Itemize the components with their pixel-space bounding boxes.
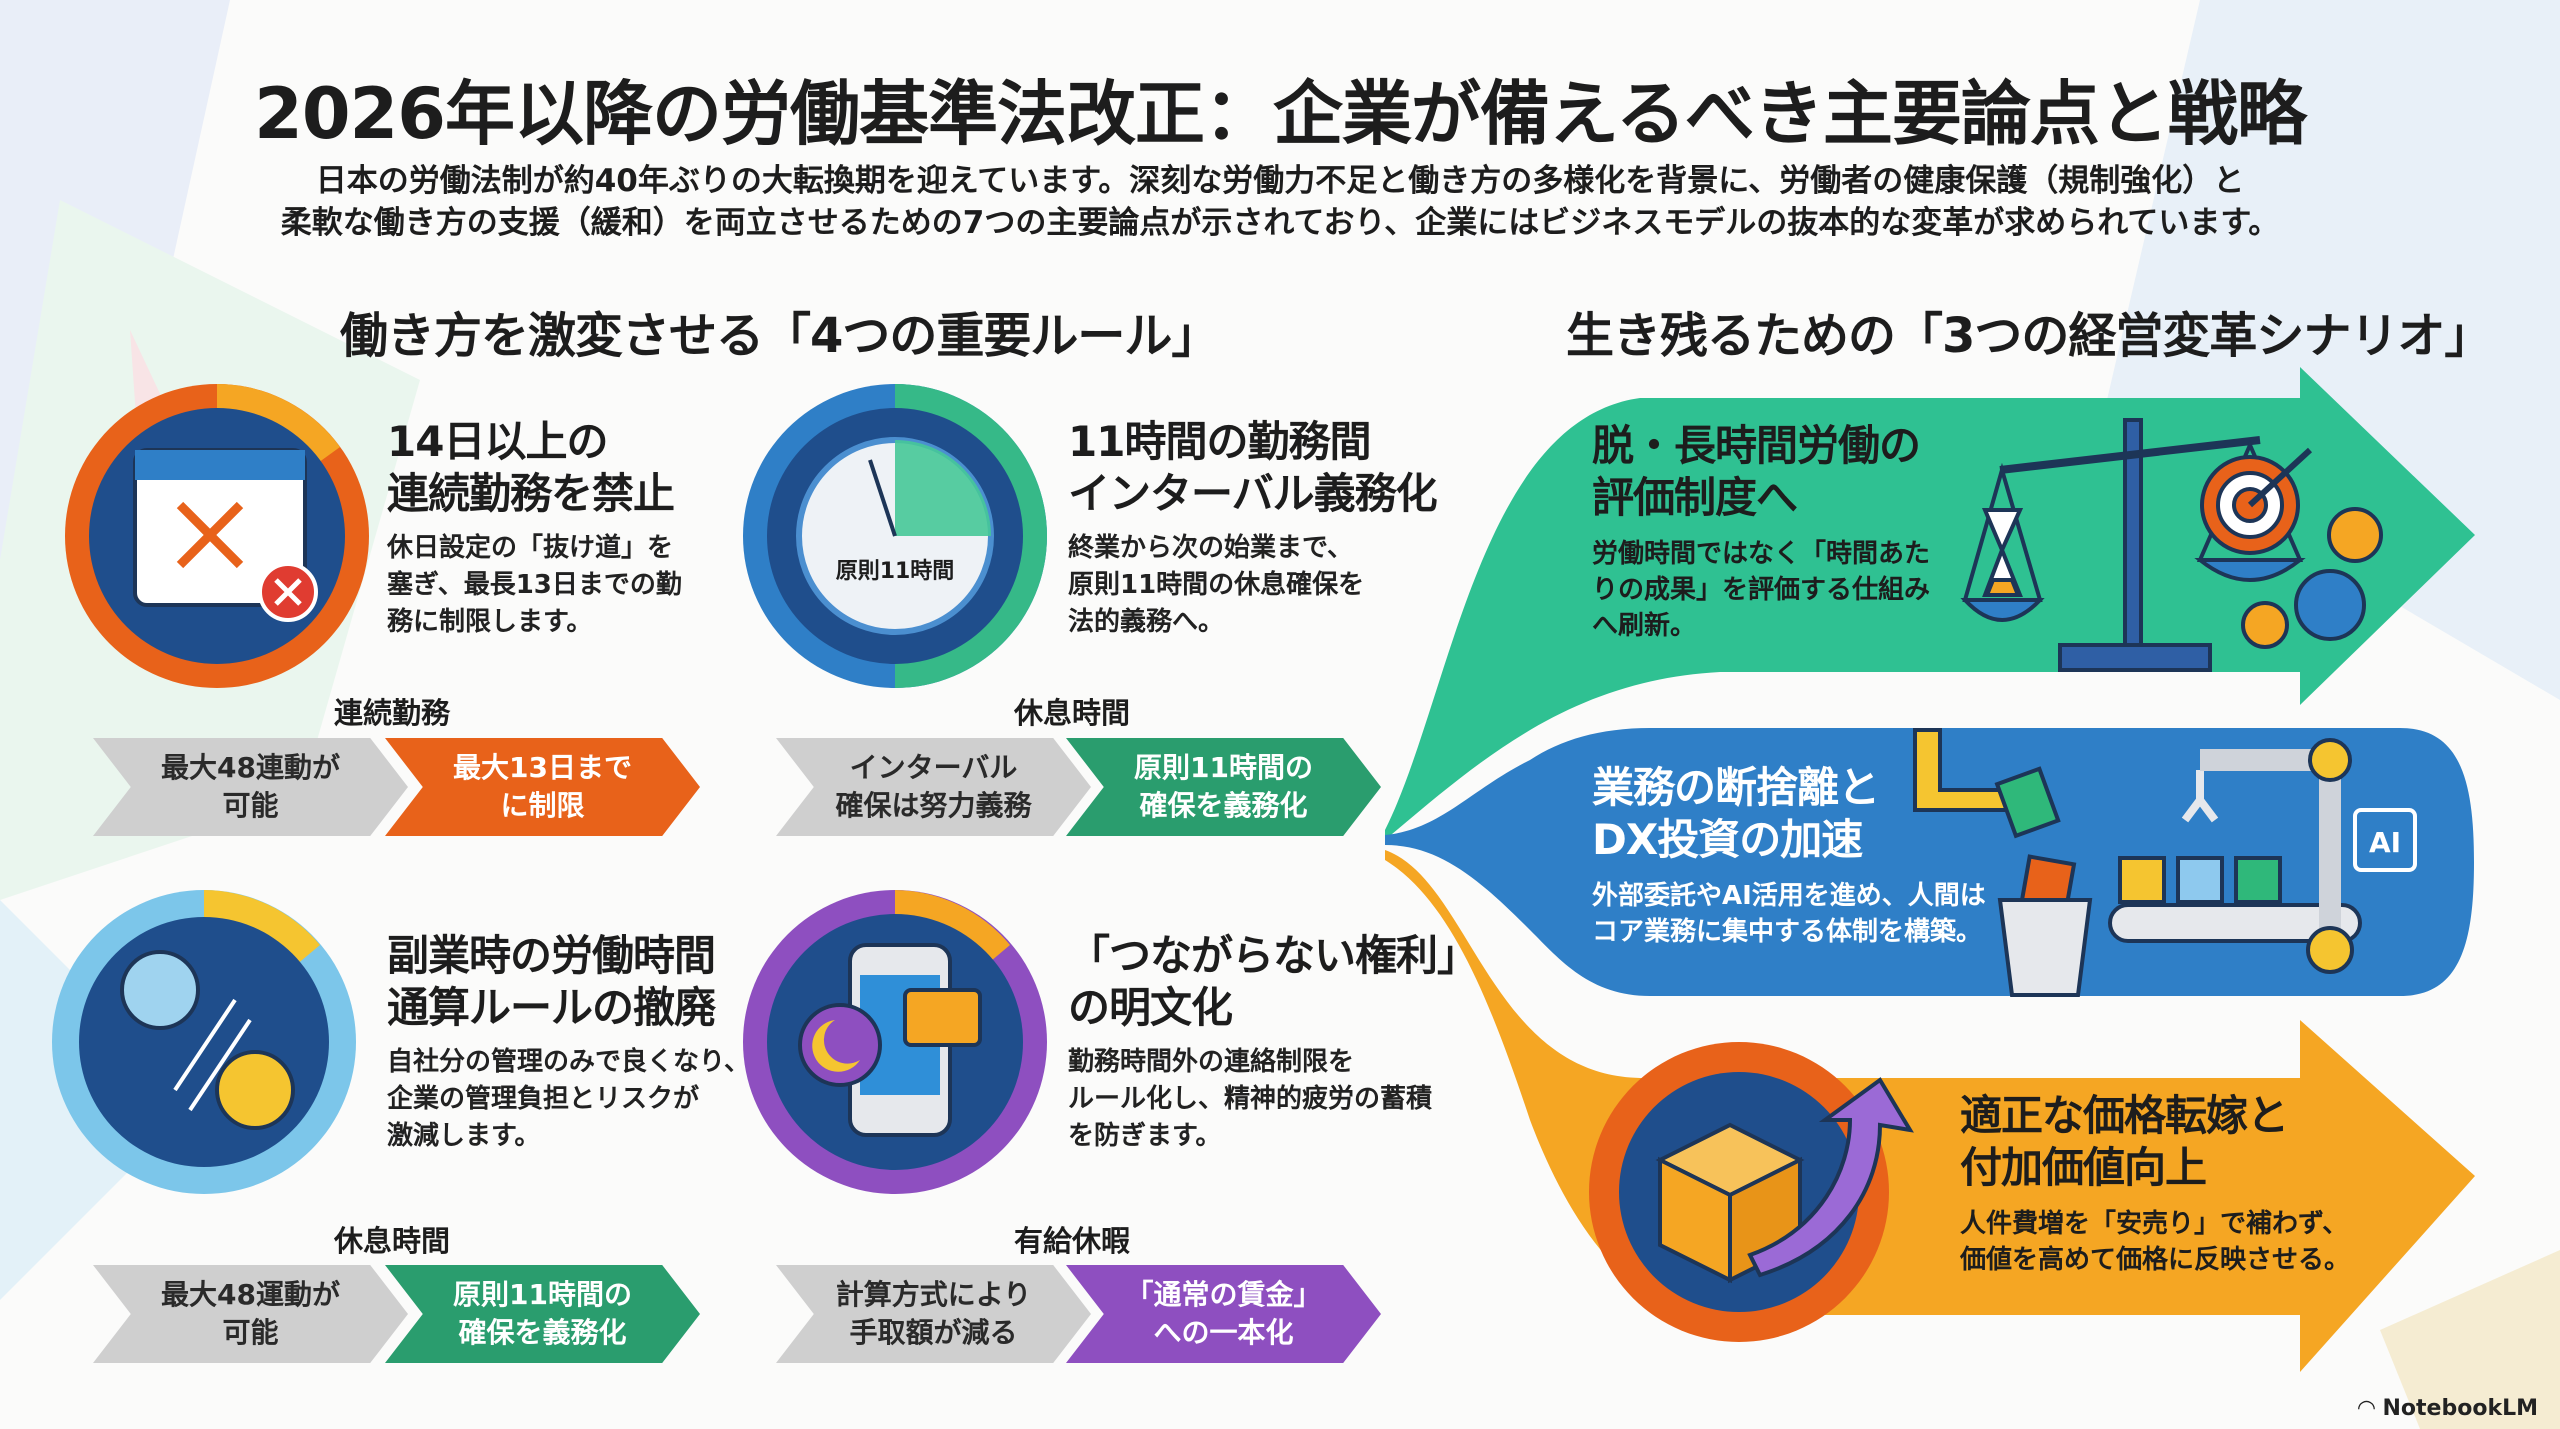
- compare-label: 休息時間: [1013, 696, 1130, 730]
- after-chevron: 原則11時間の確保を義務化: [385, 1265, 700, 1363]
- rule-desc: ルール化し、精神的疲労の蓄積: [1068, 1084, 1433, 1114]
- before-chevron: 最大48連動が可能: [93, 738, 408, 836]
- rule-desc: を防ぎます。: [1068, 1121, 1222, 1151]
- notebooklm-icon: ◠: [2357, 1396, 2383, 1421]
- intro-line: 柔軟な働き方の支援（緩和）を両立させるための7つの主要論点が示されており、企業に…: [280, 205, 2280, 241]
- after-chevron: 「通常の賃金」への一本化: [1066, 1265, 1381, 1363]
- calendar-cross-icon: [65, 384, 369, 688]
- rule-desc: 務に制限します。: [387, 607, 593, 637]
- scenario-title: 適正な価格転嫁と: [1960, 1091, 2289, 1140]
- scenario-evaluation: 脱・長時間労働の評価制度へ 労働時間ではなく「時間あたりの成果」を評価する仕組み…: [1592, 420, 1930, 644]
- box-arrow-up-icon: [1589, 1042, 1914, 1342]
- scenario-arrow-green: [1385, 367, 2475, 840]
- rule-title: 14日以上の: [387, 417, 608, 466]
- scenario-desc: りの成果」を評価する仕組み: [1592, 575, 1931, 605]
- bg-shape: [2380, 1250, 2560, 1429]
- compare-label: 休息時間: [333, 1224, 450, 1258]
- scenario-desc: へ刷新。: [1592, 611, 1697, 641]
- brand-logo: ◠ NotebookLM: [2358, 1396, 2538, 1421]
- before-chevron: 最大48運動が可能: [93, 1265, 408, 1363]
- ai-chip-label: AI: [2369, 826, 2401, 859]
- rule-card-right-to-disconnect: 「つながらない権利」の明文化 勤務時間外の連絡制限をルール化し、精神的疲労の蓄積…: [1068, 930, 1479, 1155]
- scenarios-heading: 生き残るための「3つの経営変革シナリオ」: [1566, 308, 2492, 364]
- rule-title: 「つながらない権利」: [1068, 931, 1479, 980]
- after-chevron: 原則11時間の確保を義務化: [1066, 738, 1381, 836]
- scenario-desc: 労働時間ではなく「時間あた: [1592, 539, 1931, 569]
- rule-title: 連続勤務を禁止: [387, 469, 675, 518]
- scale-hourglass-target-icon: [1960, 418, 2383, 672]
- rule-title: の明文化: [1068, 983, 1233, 1032]
- compare-label: 連続勤務: [333, 696, 450, 730]
- compare-label: 有給休暇: [1013, 1224, 1130, 1258]
- rule-desc: 休日設定の「抜け道」を: [387, 533, 674, 563]
- rule-desc: 自社分の管理のみで良くなり、: [387, 1047, 750, 1077]
- clock-icon: [743, 384, 1047, 688]
- rule-title: インターバル義務化: [1068, 469, 1438, 518]
- clock-label: 原則11時間: [836, 559, 955, 584]
- scenario-desc: 人件費増を「安売り」で補わず、: [1960, 1209, 2349, 1239]
- rule-card-interval: 11時間の勤務間インターバル義務化 終業から次の始業まで、原則11時間の休息確保…: [1068, 416, 1438, 641]
- rule-title: 通算ルールの撤廃: [387, 983, 716, 1032]
- scenario-desc: 外部委託やAI活用を進め、人間は: [1592, 881, 1986, 911]
- users-exchange-icon: [52, 890, 356, 1194]
- scenario-pricing: 適正な価格転嫁と付加価値向上 人件費増を「安売り」で補わず、価値を高めて価格に反…: [1960, 1090, 2350, 1278]
- page-title: 2026年以降の労働基準法改正：企業が備えるべき主要論点と戦略: [254, 73, 2307, 155]
- rule-desc: 原則11時間の休息確保を: [1068, 570, 1365, 600]
- scenario-desc: 価値を高めて価格に反映させる。: [1960, 1245, 2351, 1275]
- rule-card-consecutive-work: 14日以上の連続勤務を禁止 休日設定の「抜け道」を塞ぎ、最長13日までの勤務に制…: [387, 416, 682, 641]
- scenario-title: DX投資の加速: [1592, 815, 1863, 864]
- scenario-title: 業務の断捨離と: [1592, 763, 1880, 812]
- rules-heading: 働き方を激変させる「4つの重要ルール」: [340, 308, 1219, 364]
- rule-card-side-job: 副業時の労働時間通算ルールの撤廃 自社分の管理のみで良くなり、企業の管理負担とリ…: [387, 930, 750, 1155]
- rule-desc: 激減します。: [387, 1121, 541, 1151]
- intro-text: 日本の労働法制が約40年ぶりの大転換期を迎えています。深刻な労働力不足と働き方の…: [0, 160, 2560, 244]
- scenario-title: 脱・長時間労働の: [1592, 421, 1921, 470]
- rule-desc: 法的義務へ。: [1068, 607, 1225, 637]
- scenario-title: 評価制度へ: [1592, 473, 1798, 522]
- scenario-desc: コア業務に集中する体制を構築。: [1592, 917, 1983, 947]
- rule-desc: 終業から次の始業まで、: [1068, 533, 1353, 563]
- after-chevron: 最大13日までに制限: [385, 738, 700, 836]
- before-chevron: 計算方式により手取額が減る: [776, 1265, 1091, 1363]
- scenario-title: 付加価値向上: [1960, 1143, 2207, 1192]
- rule-desc: 塞ぎ、最長13日までの勤: [387, 570, 682, 600]
- robot-arm-conveyor-icon: [1913, 728, 2417, 997]
- rule-desc: 勤務時間外の連絡制限を: [1068, 1047, 1355, 1077]
- rule-title: 11時間の勤務間: [1068, 417, 1371, 466]
- rule-title: 副業時の労働時間: [387, 931, 716, 980]
- phone-moon-chat-icon: [743, 890, 1047, 1194]
- intro-line: 日本の労働法制が約40年ぶりの大転換期を迎えています。深刻な労働力不足と働き方の…: [315, 163, 2245, 199]
- brand-name: NotebookLM: [2382, 1396, 2538, 1421]
- rule-desc: 企業の管理負担とリスクが: [387, 1084, 700, 1114]
- before-chevron: インターバル確保は努力義務: [776, 738, 1091, 836]
